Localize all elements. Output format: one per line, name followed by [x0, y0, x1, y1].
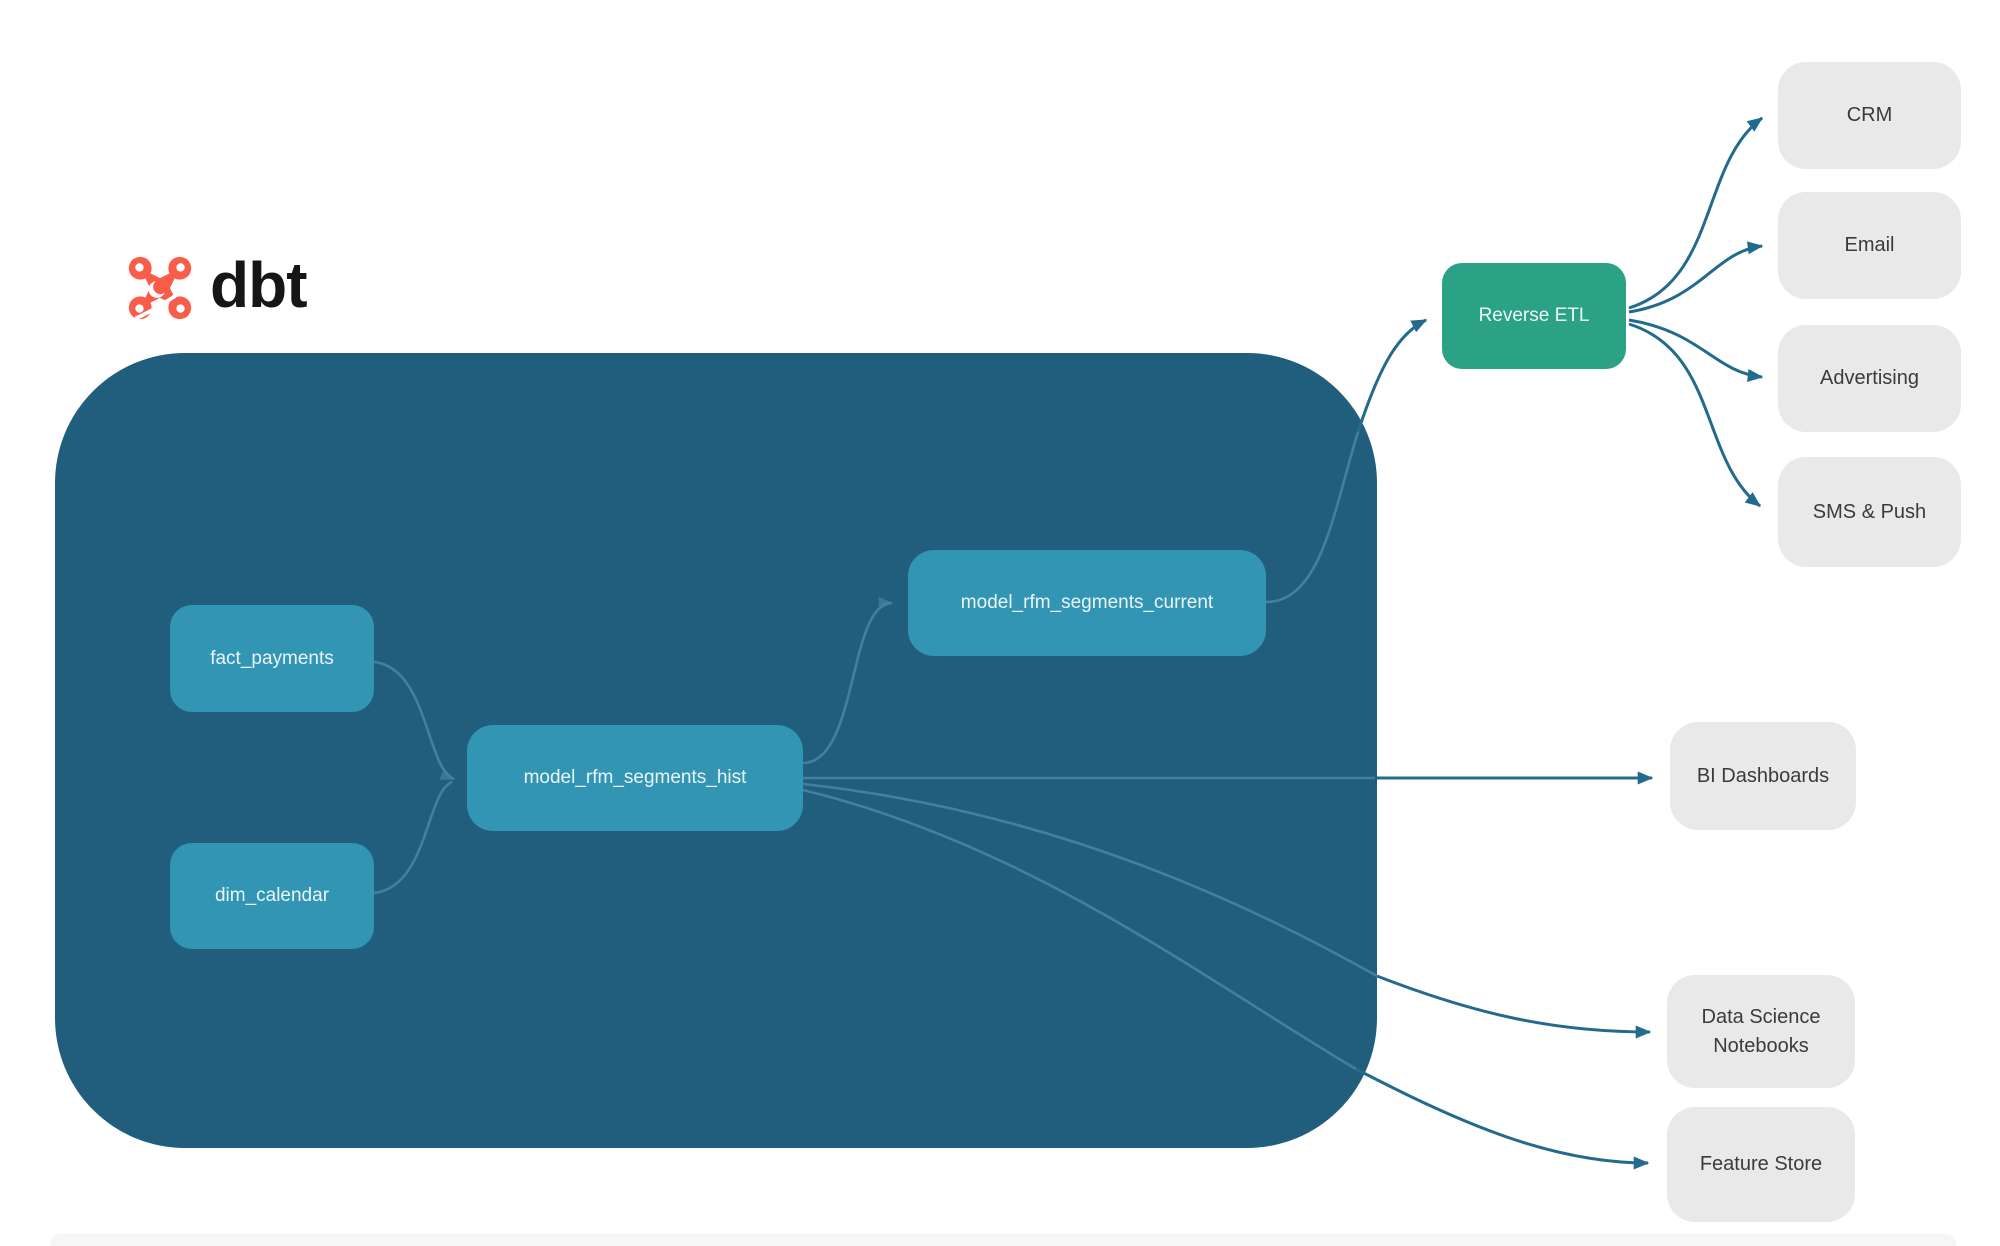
node-email: Email — [1778, 192, 1961, 299]
node-rfm-current-label: model_rfm_segments_current — [960, 592, 1214, 613]
node-rfm-hist-label: model_rfm_segments_hist — [523, 767, 747, 788]
node-crm-label: CRM — [1846, 104, 1893, 126]
bottom-edge-band — [50, 1234, 1956, 1246]
node-sms-push: SMS & Push — [1778, 457, 1961, 567]
node-fact-payments-label: fact_payments — [210, 647, 334, 669]
dbt-wordmark: dbt — [210, 249, 307, 321]
edge-retl-to-advertising — [1628, 318, 1764, 382]
dbt-logo-icon — [128, 256, 197, 321]
node-data-science-notebooks-label: Data Science Notebooks — [1701, 1005, 1821, 1057]
node-bi-dashboards-label: BI Dashboards — [1696, 764, 1830, 787]
node-dim-calendar-label: dim_calendar — [214, 885, 330, 906]
edge-hist-to-data-science — [1376, 974, 1652, 1039]
node-advertising: Advertising — [1778, 325, 1961, 432]
node-bi-dashboards: BI Dashboards — [1670, 722, 1856, 830]
dbt-logo: dbt — [122, 250, 307, 326]
edge-hist-to-feature-store — [1355, 1067, 1650, 1170]
edge-retl-to-email — [1628, 241, 1764, 314]
node-sms-push-label: SMS & Push — [1812, 500, 1927, 523]
node-data-science-notebooks: Data Science Notebooks — [1667, 975, 1855, 1088]
edge-retl-to-sms-push — [1628, 322, 1762, 508]
node-dim-calendar: dim_calendar — [170, 843, 374, 949]
node-fact-payments: fact_payments — [170, 605, 374, 712]
edge-retl-to-crm — [1628, 116, 1764, 310]
node-model-rfm-segments-hist: model_rfm_segments_hist — [467, 725, 803, 831]
node-crm: CRM — [1778, 62, 1961, 169]
node-feature-store-label: Feature Store — [1699, 1153, 1823, 1175]
node-reverse-etl: Reverse ETL — [1442, 263, 1626, 369]
node-feature-store: Feature Store — [1667, 1107, 1855, 1222]
node-reverse-etl-label: Reverse ETL — [1478, 305, 1590, 326]
node-advertising-label: Advertising — [1820, 367, 1919, 389]
node-email-label: Email — [1844, 234, 1895, 256]
node-model-rfm-segments-current: model_rfm_segments_current — [908, 550, 1266, 656]
edge-current-to-reverse-etl — [1356, 318, 1428, 433]
